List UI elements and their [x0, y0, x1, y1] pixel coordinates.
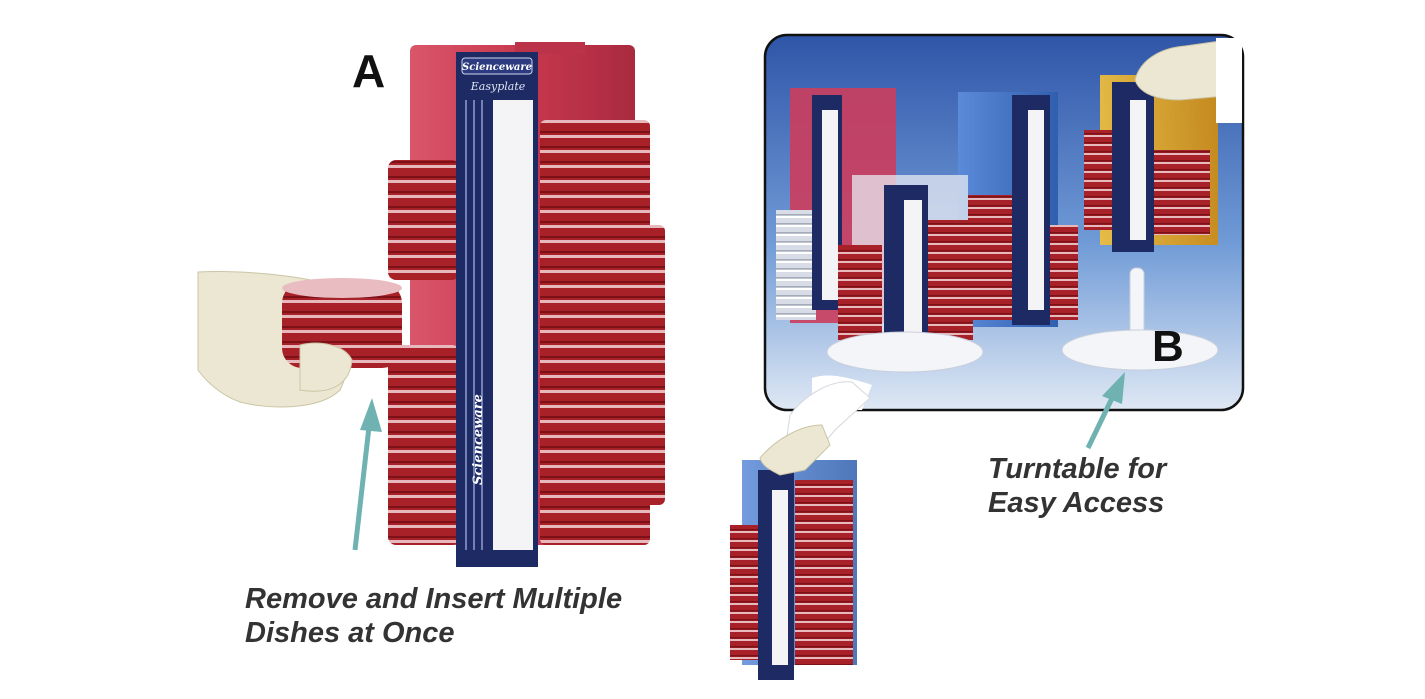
- arrow-to-hand: [352, 398, 382, 551]
- dish-stack-right: [540, 120, 650, 545]
- product-name-top: Easyplate: [470, 80, 526, 93]
- small-blue-rack: [730, 381, 871, 680]
- label-a: A: [352, 45, 386, 97]
- arrow-to-turntable: [1085, 372, 1125, 450]
- brand-logo-vertical: Scienceware: [471, 394, 486, 485]
- caption-remove-insert: Remove and Insert Multiple Dishes at Onc…: [245, 582, 622, 650]
- brand-logo-top: Scienceware: [462, 62, 532, 73]
- turntable-base-right: [1061, 329, 1219, 371]
- dish-stack-far-right: [630, 225, 665, 505]
- dish-stack-lower-left: [388, 345, 460, 545]
- caption-turntable: Turntable for Easy Access: [988, 452, 1166, 520]
- turntable-base-left: [826, 331, 984, 373]
- caption-remove-line1: Remove and Insert Multiple: [245, 583, 623, 615]
- dish-stack-upper-left: [388, 160, 460, 280]
- rack-a: Scienceware Easyplate Scienceware: [197, 42, 665, 567]
- caption-remove-line2: Dishes at Once: [245, 617, 455, 650]
- gloved-hand: [197, 271, 402, 408]
- caption-turntable-line2: Easy Access: [988, 487, 1165, 520]
- label-b: B: [1152, 322, 1184, 371]
- inset-photo: [763, 33, 1245, 412]
- caption-turntable-line1: Turntable for: [988, 453, 1167, 485]
